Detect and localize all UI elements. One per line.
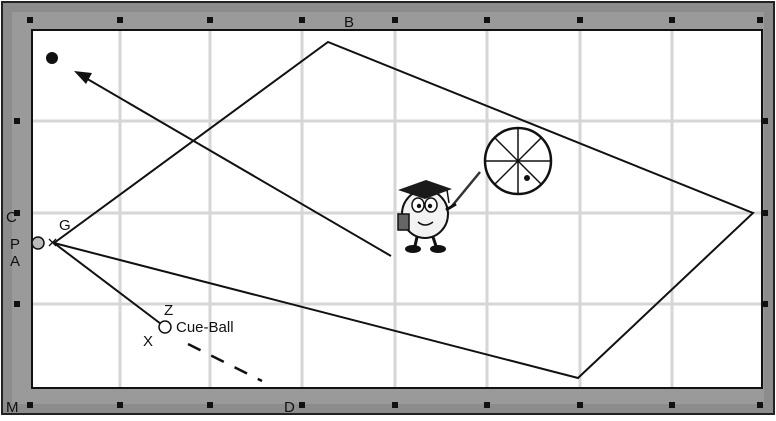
diamond — [27, 17, 33, 23]
label-m: M — [6, 399, 19, 416]
diamond — [484, 17, 490, 23]
label-p: P — [10, 236, 20, 253]
diamond — [299, 402, 305, 408]
label-g: G — [59, 217, 71, 234]
cue-tip-spin-diagram-icon — [485, 128, 551, 194]
label-a: A — [10, 253, 20, 270]
diamond — [117, 17, 123, 23]
label-x: X — [143, 333, 153, 350]
diamond — [207, 17, 213, 23]
diamond — [117, 402, 123, 408]
diamond — [14, 301, 20, 307]
diamond — [392, 402, 398, 408]
label-c: C — [6, 209, 17, 226]
diamond — [669, 17, 675, 23]
diamond — [27, 402, 33, 408]
label-d: D — [284, 399, 295, 416]
table-cloth — [32, 30, 762, 388]
diamond — [577, 402, 583, 408]
diamond — [762, 301, 768, 307]
label-cue-ball: Cue-Ball — [176, 319, 234, 336]
cue-ball — [159, 321, 171, 333]
diamond — [392, 17, 398, 23]
label-z: Z — [164, 302, 173, 319]
diamond — [484, 402, 490, 408]
contact-ghost-ball — [32, 237, 44, 249]
diamond — [14, 118, 20, 124]
diamond — [207, 402, 213, 408]
diamond — [762, 210, 768, 216]
label-b: B — [344, 14, 354, 31]
diamond — [577, 17, 583, 23]
diamond — [757, 17, 763, 23]
diamond — [669, 402, 675, 408]
object-ball — [46, 52, 58, 64]
diamond — [757, 402, 763, 408]
diamond — [299, 17, 305, 23]
diamond — [762, 118, 768, 124]
